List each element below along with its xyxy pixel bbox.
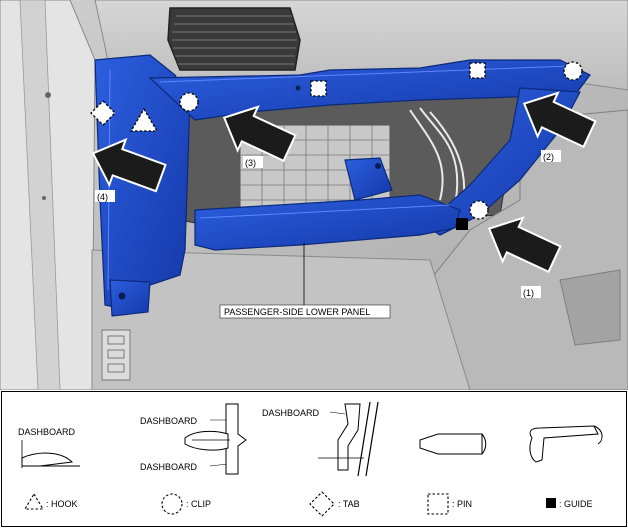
hook-symbol — [129, 107, 159, 132]
lower-area — [91, 249, 471, 390]
guide-symbol — [456, 218, 468, 230]
arrow-1-icon — [487, 216, 562, 274]
svg-text:: GUIDE: : GUIDE — [559, 499, 593, 509]
hook-diagram: DASHBOARD — [18, 427, 80, 468]
callout-3: (3) — [243, 156, 263, 168]
arrow-2-icon — [522, 91, 597, 149]
svg-text:: HOOK: : HOOK — [46, 499, 78, 509]
svg-text:DASHBOARD: DASHBOARD — [140, 416, 198, 426]
panel-label: PASSENGER-SIDE LOWER PANEL — [219, 304, 391, 319]
svg-text:: PIN: : PIN — [452, 499, 472, 509]
svg-text:DASHBOARD: DASHBOARD — [140, 462, 198, 472]
key-guide: : GUIDE — [546, 498, 593, 509]
tab-symbol — [90, 100, 116, 126]
svg-text:(2): (2) — [543, 152, 554, 162]
callout-1: (1) — [521, 286, 541, 298]
svg-text:DASHBOARD: DASHBOARD — [18, 427, 76, 437]
svg-text:DASHBOARD: DASHBOARD — [262, 408, 320, 418]
callout-2: (2) — [541, 150, 561, 162]
key-pin: : PIN — [427, 493, 472, 515]
svg-text:(1): (1) — [523, 288, 534, 298]
svg-text:(3): (3) — [245, 158, 256, 168]
callout-4: (4) — [95, 190, 115, 202]
harness-connector — [101, 329, 131, 381]
key-clip: : CLIP — [161, 493, 211, 515]
dashboard-illustration: (4) (3) (2) (1) PASSENGER-SIDE LOWER PAN… — [0, 0, 628, 390]
air-vent — [167, 7, 301, 71]
svg-text:: CLIP: : CLIP — [186, 499, 211, 509]
clip-symbol — [179, 61, 583, 220]
key-hook: : HOOK — [24, 492, 78, 510]
bolt-holes — [118, 85, 381, 300]
arrow-4-icon — [91, 137, 167, 193]
tab-diagram: DASHBOARD — [262, 401, 379, 477]
guide-diagram — [529, 425, 603, 463]
legend-panel: DASHBOARD DASHBOARD DASHBOARD DASHBOARD … — [1, 391, 627, 527]
svg-text:(4): (4) — [97, 192, 108, 202]
clip-diagram: DASHBOARD DASHBOARD — [140, 403, 247, 475]
pin-diagram — [419, 433, 487, 455]
svg-text:: TAB: : TAB — [338, 499, 360, 509]
key-tab: : TAB — [309, 491, 360, 517]
arrow-3-icon — [222, 105, 297, 163]
svg-text:PASSENGER-SIDE LOWER PANEL: PASSENGER-SIDE LOWER PANEL — [224, 307, 370, 317]
pin-symbol — [310, 62, 486, 97]
